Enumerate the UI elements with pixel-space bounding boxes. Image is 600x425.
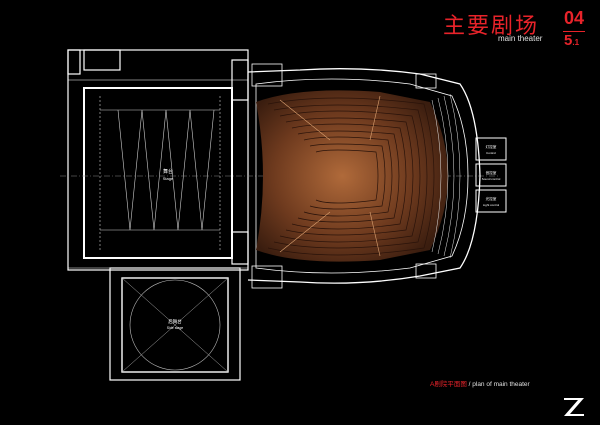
stage-fly-lines [99,96,221,250]
control-room-en: Control [486,151,496,155]
side-rooms [251,63,437,289]
seating-area [256,90,448,262]
control-room-cn: 灯控室 [486,144,497,149]
page-subnumber: 5.1 [564,32,580,49]
light-room-en: Light control [483,203,500,207]
stage-house [67,49,249,271]
seat-rows [267,97,435,256]
control-rooms [475,137,507,213]
sound-room-en: Sound control [482,177,501,181]
balcony-rows [431,93,461,259]
light-room-cn: 光控室 [486,196,497,201]
sound-room-cn: 音控室 [486,170,497,175]
auditorium-shell [247,68,481,284]
side-stage-label-cn: 后舞台 [168,318,182,325]
page-rule [563,31,585,32]
page-number: 04 [564,8,585,28]
page-title-cn: 主要剧场 [443,14,540,39]
page-title-en: main theater [498,34,543,43]
z-logo-icon [564,398,584,416]
stage-label-cn: 舞台 [163,168,173,175]
aisles [279,95,381,257]
side-stage-label-en: Side stage [167,326,184,330]
stage-label-en: Stage [163,176,174,181]
side-stage [109,267,241,381]
plan-caption: A剧院平面图 / plan of main theater [430,381,530,388]
